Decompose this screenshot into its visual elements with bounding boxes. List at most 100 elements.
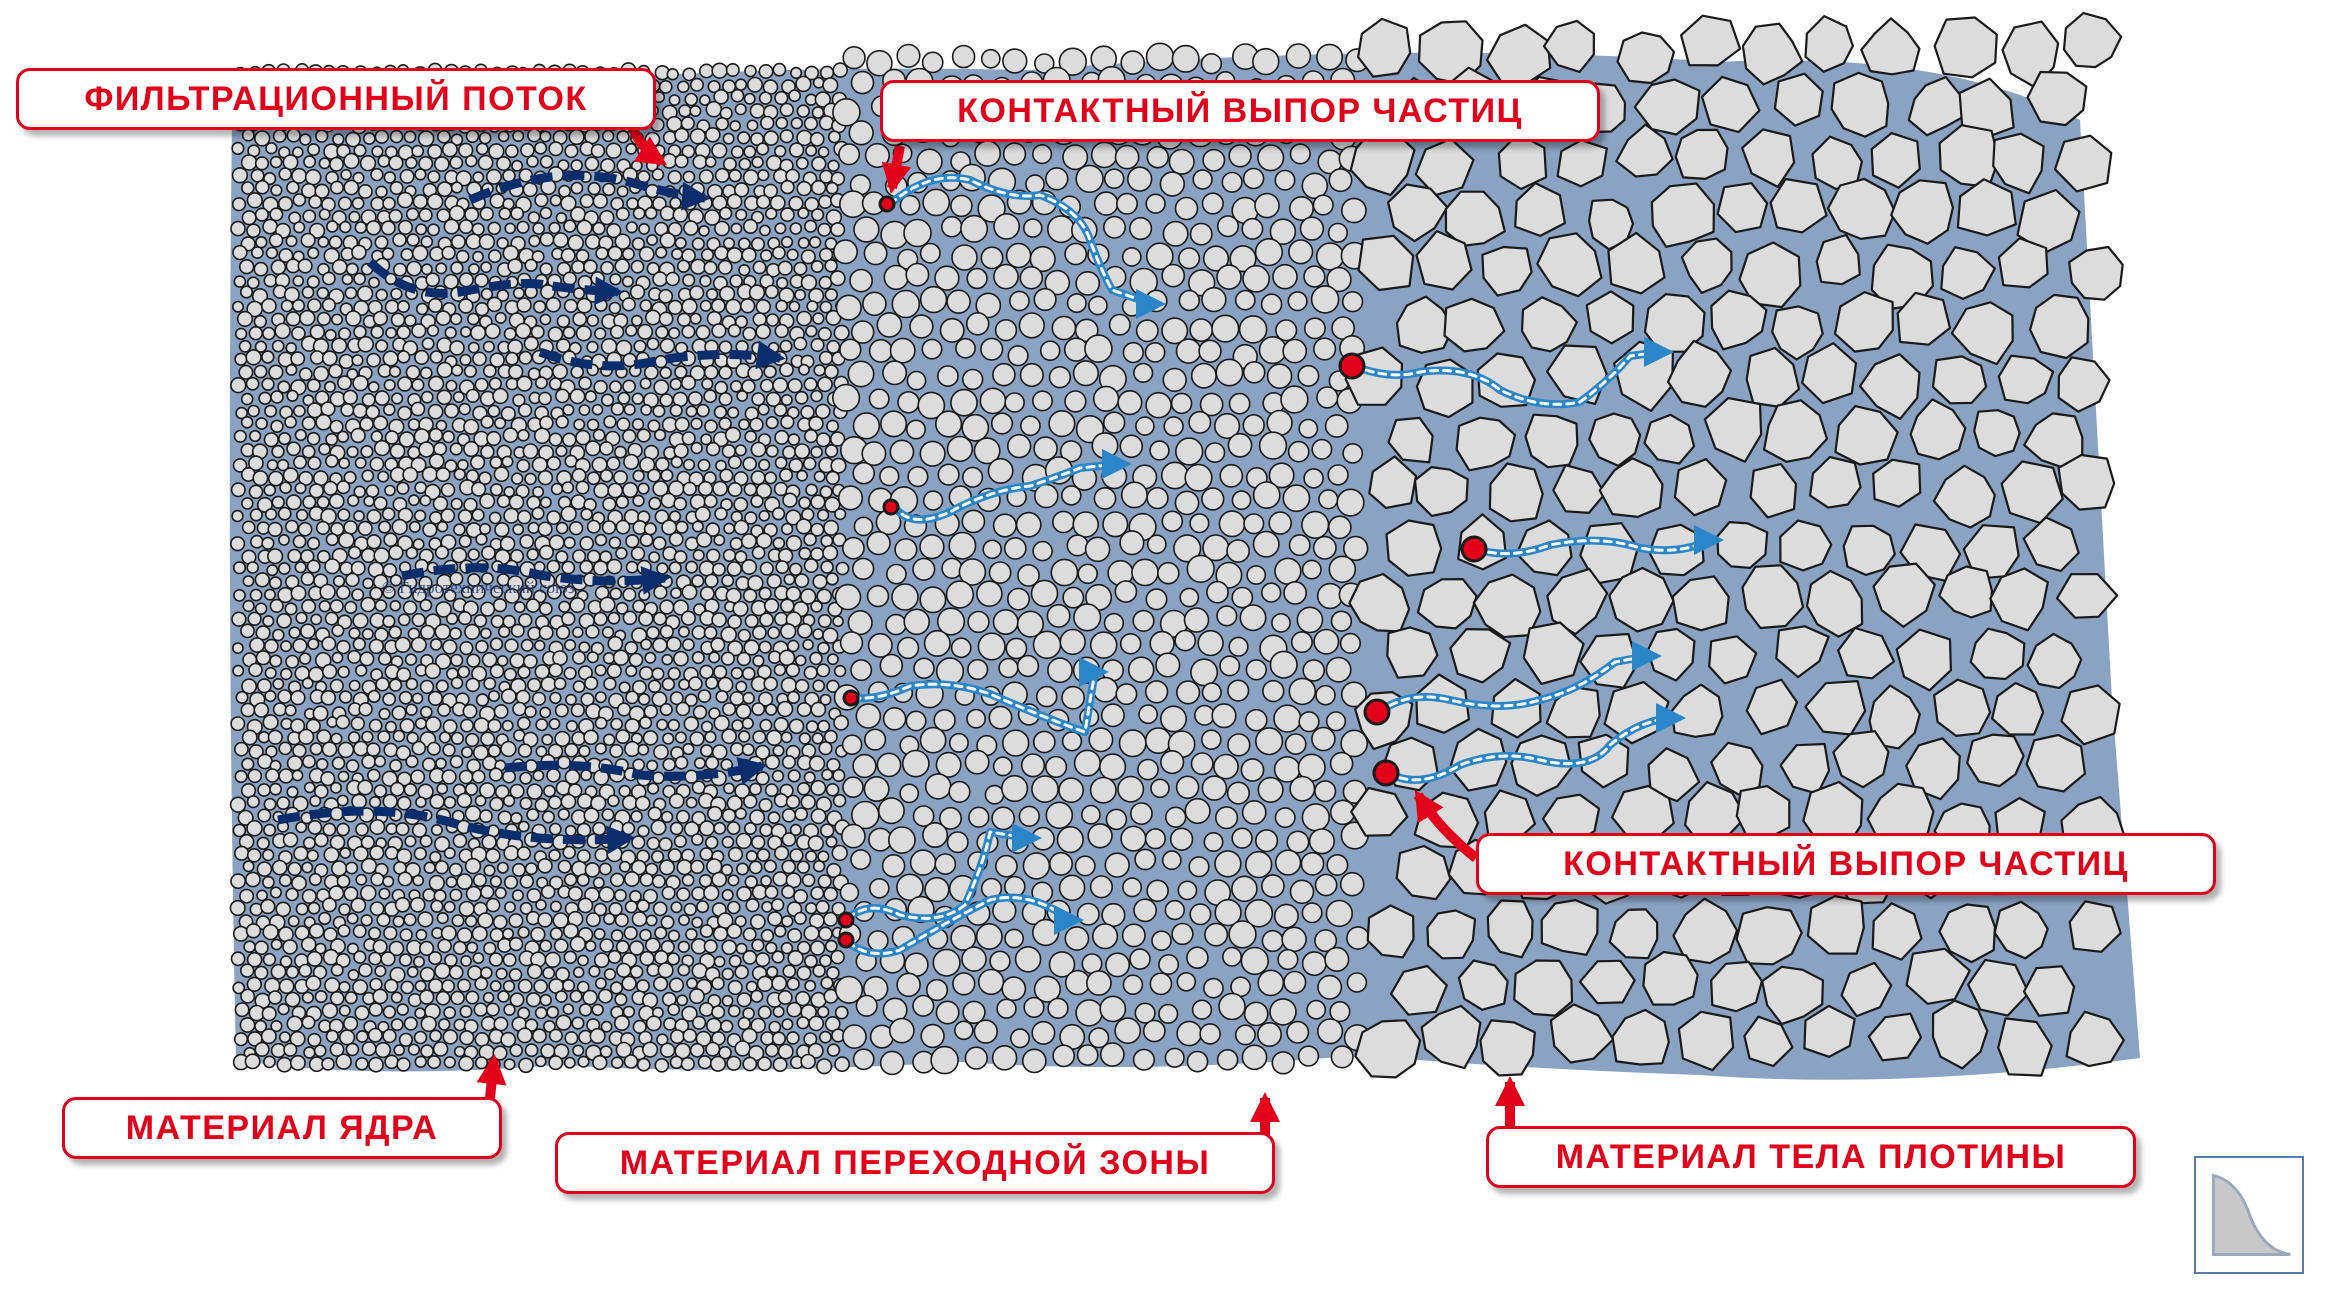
grain	[1102, 904, 1125, 927]
grain	[623, 380, 635, 392]
grain	[798, 783, 810, 795]
grain	[729, 456, 741, 468]
grain	[536, 1056, 546, 1066]
grain	[693, 550, 704, 561]
grain	[1189, 857, 1209, 877]
grain	[399, 221, 413, 235]
grain	[339, 533, 354, 548]
grain	[345, 602, 357, 614]
grain	[1158, 563, 1179, 584]
grain	[311, 351, 324, 364]
grain	[811, 702, 825, 716]
grain	[783, 965, 795, 977]
grain	[949, 782, 970, 803]
grain	[921, 287, 947, 313]
grain	[255, 941, 268, 954]
grain	[533, 458, 548, 473]
grain	[535, 142, 547, 154]
grain	[355, 1006, 369, 1020]
grain	[801, 406, 814, 419]
grain	[818, 224, 830, 236]
grain	[735, 966, 748, 979]
grain	[786, 664, 799, 677]
grain	[490, 798, 503, 811]
grain	[805, 430, 818, 443]
grain	[783, 809, 796, 822]
grain	[1289, 678, 1315, 704]
grain	[234, 590, 245, 601]
grain	[369, 1058, 383, 1072]
grain	[671, 1030, 684, 1043]
grain	[692, 834, 703, 845]
grain	[1246, 710, 1267, 731]
grain	[230, 901, 245, 916]
grain	[338, 376, 351, 389]
grain	[1089, 728, 1112, 751]
grain	[826, 941, 837, 952]
grain	[419, 209, 432, 222]
grain	[306, 976, 320, 990]
grain	[776, 561, 788, 573]
grain	[1192, 753, 1213, 774]
grain	[705, 575, 718, 588]
grain	[1163, 369, 1186, 392]
grain	[640, 300, 651, 311]
grain	[791, 118, 802, 129]
grain	[382, 248, 393, 259]
grain	[1270, 651, 1297, 678]
grain	[907, 420, 925, 438]
grain	[811, 601, 822, 612]
grain	[232, 952, 245, 965]
grain	[647, 338, 658, 349]
grain	[1307, 1001, 1325, 1019]
grain	[779, 991, 792, 1004]
grain	[1272, 614, 1290, 632]
grain	[1273, 265, 1297, 289]
grain	[563, 847, 575, 859]
grain	[624, 927, 637, 940]
grain	[795, 808, 807, 820]
grain	[574, 419, 584, 429]
grain	[660, 367, 671, 378]
grain	[513, 131, 523, 141]
grain	[1161, 706, 1186, 731]
grain	[242, 182, 254, 194]
grain	[620, 862, 630, 872]
grain	[1147, 43, 1174, 70]
grain	[603, 498, 616, 511]
grain	[438, 704, 450, 716]
grain	[864, 777, 888, 801]
grain	[457, 251, 469, 263]
grain	[840, 339, 861, 360]
grain	[421, 1045, 433, 1057]
grain	[638, 826, 649, 837]
grain	[405, 315, 416, 326]
grain	[693, 521, 703, 531]
grain	[1204, 833, 1222, 851]
grain	[699, 226, 709, 236]
grain	[1132, 559, 1158, 585]
grain	[584, 730, 598, 744]
grain	[721, 627, 736, 642]
grain	[653, 875, 665, 887]
grain	[256, 157, 269, 170]
grain	[1245, 1002, 1268, 1025]
grain	[286, 993, 300, 1007]
grain	[608, 951, 620, 963]
grain	[397, 1058, 410, 1071]
grain	[813, 313, 824, 324]
grain	[565, 145, 578, 158]
grain	[801, 795, 815, 809]
grain	[419, 157, 432, 170]
grain	[1095, 192, 1118, 215]
grain	[668, 953, 680, 965]
grain	[627, 222, 638, 233]
grain	[825, 365, 838, 378]
grain	[641, 534, 653, 546]
grain	[768, 912, 782, 926]
grain	[744, 146, 755, 157]
grain	[825, 260, 837, 272]
grain	[467, 390, 480, 403]
grain	[472, 771, 484, 783]
grain	[658, 963, 673, 978]
